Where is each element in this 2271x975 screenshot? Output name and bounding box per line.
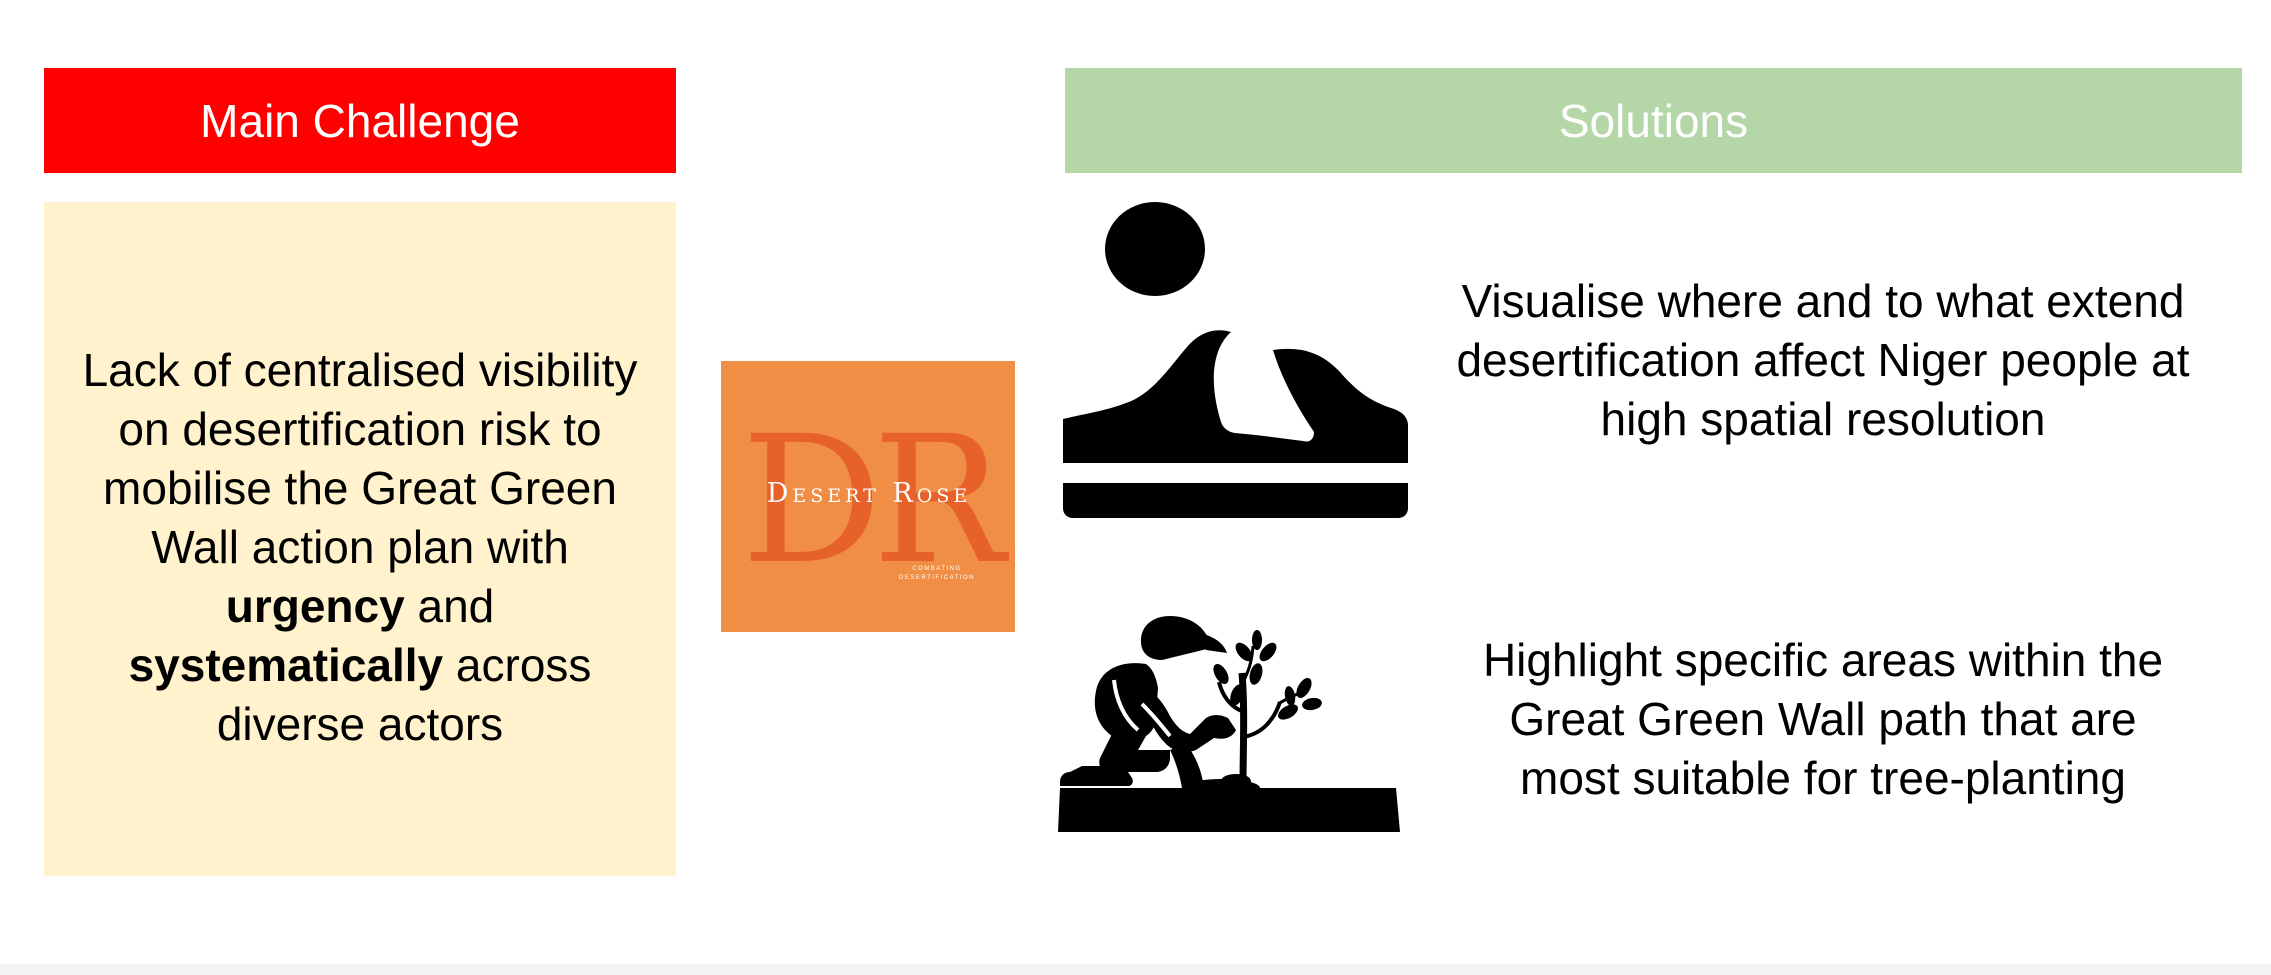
desert-rose-logo: DR Desert Rose COMBATING DESERTIFICATION (721, 361, 1015, 632)
logo-monogram: DR (741, 398, 1009, 603)
main-challenge-title: Main Challenge (200, 94, 520, 147)
main-challenge-box: Lack of centralised visibility on desert… (44, 202, 676, 876)
main-challenge-header: Main Challenge (44, 68, 676, 173)
solution-2-line-1: Highlight specific areas within the (1482, 634, 2164, 686)
challenge-text-part-2: and (404, 579, 495, 632)
solution-1-line-3: high spatial resolution (1600, 393, 2046, 445)
challenge-emphasis-systematically: systematically (128, 638, 444, 691)
solution-1-line-2: desertification affect Niger people at (1456, 334, 2190, 386)
challenge-text-part-3: across diverse actors (216, 638, 592, 750)
main-challenge-text: Lack of centralised visibility on desert… (62, 341, 658, 754)
logo-name: Desert Rose (767, 478, 971, 509)
challenge-text-part-1: Lack of centralised visibility on desert… (82, 343, 638, 573)
solution-1-line-1: Visualise where and to what extend (1461, 275, 2185, 327)
footer-strip (0, 964, 2271, 975)
solution-2-line-2: Great Green Wall path that are (1509, 693, 2137, 745)
logo-tagline-2: DESERTIFICATION (899, 575, 975, 581)
challenge-emphasis-urgency: urgency (225, 579, 405, 632)
solution-1-text: Visualise where and to what extend desert… (1423, 272, 2223, 449)
solutions-title: Solutions (1558, 94, 1749, 147)
tree-planting-icon (1058, 600, 1400, 836)
logo-tagline-1: COMBATING (912, 566, 961, 572)
desert-landscape-icon (1063, 200, 1408, 518)
solution-2-line-3: most suitable for tree-planting (1520, 752, 2126, 804)
solutions-header: Solutions (1065, 68, 2242, 173)
